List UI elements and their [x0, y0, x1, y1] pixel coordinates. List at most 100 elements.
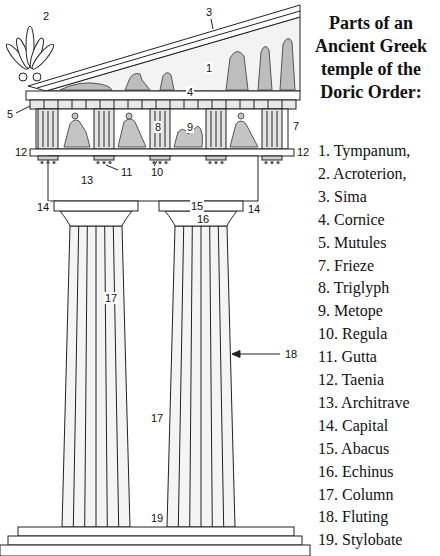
part-list-item: 7. Frieze: [318, 257, 374, 275]
regula-strip: [206, 156, 226, 160]
part-list-item: 5. Mutules: [318, 234, 386, 252]
gutta-dot: [40, 161, 43, 164]
callout-number: 17: [104, 292, 118, 304]
callout-number: 19: [150, 512, 164, 524]
sculpture-figure: [280, 38, 295, 90]
callout-number: 9: [186, 121, 194, 133]
part-list-item: 9. Metope: [318, 302, 383, 320]
sculpture-figure: [60, 83, 112, 90]
stylobate-step: [18, 527, 294, 536]
part-list-item: 17. Column: [318, 486, 394, 504]
regula-strip: [150, 156, 170, 160]
gutta-dot: [108, 161, 111, 164]
callout-number: 4: [186, 86, 194, 98]
callout-number: 14: [247, 203, 261, 215]
sculpture-figure: [160, 73, 174, 90]
part-list-item: 4. Cornice: [318, 211, 385, 229]
abacus-block: [159, 201, 243, 211]
metope-figure: [230, 121, 258, 147]
architrave-block: [48, 156, 258, 201]
sculpture-figure: [226, 51, 248, 90]
gutta-dot: [158, 161, 161, 164]
metope-sculpture: [64, 113, 258, 147]
echinus-shape: [60, 211, 132, 226]
callout-number: 14: [36, 201, 50, 213]
gutta-dot: [164, 161, 167, 164]
cornice-band: [26, 91, 300, 100]
regulae: [38, 156, 282, 160]
abacus-block: [54, 201, 138, 211]
part-list-item: 19. Stylobate: [318, 531, 402, 549]
part-list-item: 2. Acroterion,: [318, 165, 406, 183]
triglyphs: [38, 109, 282, 149]
part-list-item: 11. Gutta: [318, 348, 377, 366]
sculpture-figure: [125, 74, 150, 91]
part-list-item: 14. Capital: [318, 417, 388, 435]
callout-number: 8: [154, 121, 162, 133]
part-list-item: 15. Abacus: [318, 440, 389, 458]
palmette-leaf: [30, 42, 57, 72]
leader-arrow: [238, 354, 280, 355]
metope-figure: [64, 120, 90, 147]
callout-number: 2: [42, 10, 50, 22]
gutta-dot: [220, 161, 223, 164]
gutta-dot: [96, 161, 99, 164]
gutta-dot: [46, 161, 49, 164]
metope-figure: [118, 119, 146, 147]
volute: [33, 73, 41, 81]
column-shaft: [62, 226, 130, 527]
callout-number: 11: [120, 166, 133, 178]
frieze-band: [36, 109, 288, 149]
callout-number: 12: [296, 146, 310, 158]
arrow-head: [232, 351, 240, 358]
volute: [19, 73, 27, 81]
callout-number: 3: [205, 6, 213, 18]
callout-number: 15: [190, 200, 204, 212]
stylobate-step: [8, 536, 302, 545]
callout-number: 5: [6, 108, 14, 120]
diagram-title: Parts of an Ancient Greek temple of the …: [306, 12, 436, 104]
gutta-dot: [208, 161, 211, 164]
regula-strip: [94, 156, 114, 160]
callout-number: 16: [196, 213, 210, 225]
echinus-shape: [165, 211, 237, 226]
regula-strip: [38, 156, 58, 160]
part-list-item: 12. Taenia: [318, 371, 384, 389]
fluting-lines: [73, 226, 118, 527]
callout-number: 12: [14, 146, 28, 158]
metope-figure: [238, 113, 244, 119]
callout-number: 13: [80, 174, 94, 186]
leader-line: [211, 19, 213, 29]
gutta-dot: [102, 161, 105, 164]
triglyph-grooves: [43, 111, 277, 147]
callout-number: 10: [150, 166, 164, 178]
leader-line: [106, 165, 118, 170]
metope-figure: [126, 113, 132, 119]
sima-shape: [28, 5, 300, 91]
callout-number: 7: [292, 120, 300, 132]
part-list-item: 16. Echinus: [318, 463, 394, 481]
gutta-dot: [214, 161, 217, 164]
sculpture-figure: [258, 46, 272, 90]
leader-line: [16, 106, 30, 113]
regula-strip: [262, 156, 282, 160]
pediment-sculpture: [60, 38, 295, 90]
callout-number: 18: [284, 348, 298, 360]
fluting-lines: [178, 226, 223, 527]
stylobate-step: [0, 545, 310, 556]
taenia-band: [30, 149, 294, 156]
part-list-item: 1. Tympanum,: [318, 142, 410, 160]
callout-number: 1: [205, 62, 213, 74]
gutta-dot: [276, 161, 279, 164]
gutta-dot: [270, 161, 273, 164]
callout-number: 17: [150, 412, 164, 424]
part-list-item: 10. Regula: [318, 325, 387, 343]
part-list-item: 3. Sima: [318, 188, 367, 206]
part-list-item: 13. Architrave: [318, 394, 410, 412]
part-list-item: 8. Triglyph: [318, 279, 389, 297]
mutule-band: [30, 100, 296, 109]
acroterion-ornament: [4, 26, 56, 81]
mutule-lines: [44, 100, 282, 109]
part-list-item: 18. Fluting: [318, 508, 388, 526]
